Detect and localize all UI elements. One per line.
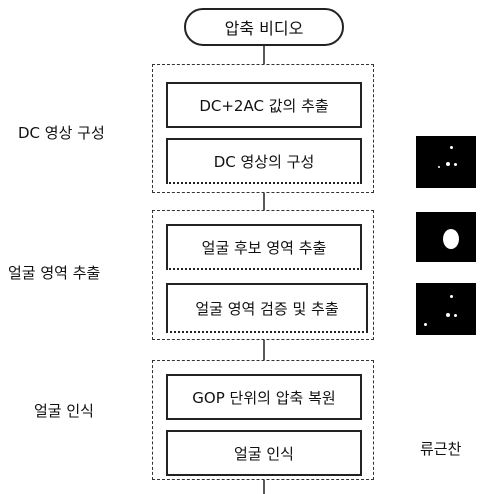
step-label: 얼굴 영역 검증 및 추출	[195, 299, 339, 318]
step-label: 얼굴 인식	[234, 444, 294, 463]
group-label-face-recognition: 얼굴 인식	[34, 402, 94, 420]
start-terminal-compressed-video: 압축 비디오	[184, 8, 344, 46]
step-dc-image-construction: DC 영상의 구성	[166, 138, 362, 184]
group-face-region-extraction	[152, 210, 374, 340]
thumbnail-face-verified	[416, 283, 476, 335]
group-label-dc-image: DC 영상 구성	[18, 124, 105, 142]
step-face-recognition: 얼굴 인식	[166, 430, 362, 476]
step-label: DC 영상의 구성	[213, 152, 315, 171]
thumbnail-dc-image	[416, 136, 476, 188]
step-label: DC+2AC 값의 추출	[199, 96, 329, 115]
recognized-name-label: 류근찬	[420, 440, 462, 458]
step-gop-decompression: GOP 단위의 압축 복원	[166, 374, 362, 420]
step-label: 얼굴 후보 영역 추출	[201, 238, 327, 257]
step-label: GOP 단위의 압축 복원	[192, 388, 336, 407]
thumbnail-face-candidate	[416, 212, 476, 262]
start-label: 압축 비디오	[224, 19, 304, 38]
group-face-recognition	[152, 360, 374, 480]
step-face-verification-extraction: 얼굴 영역 검증 및 추출	[166, 283, 368, 333]
group-dc-image	[152, 64, 374, 193]
step-dc-2ac-extraction: DC+2AC 값의 추출	[166, 82, 362, 128]
group-label-face-region-extraction: 얼굴 영역 추출	[8, 264, 101, 282]
step-face-candidate-extraction: 얼굴 후보 영역 추출	[166, 224, 362, 270]
